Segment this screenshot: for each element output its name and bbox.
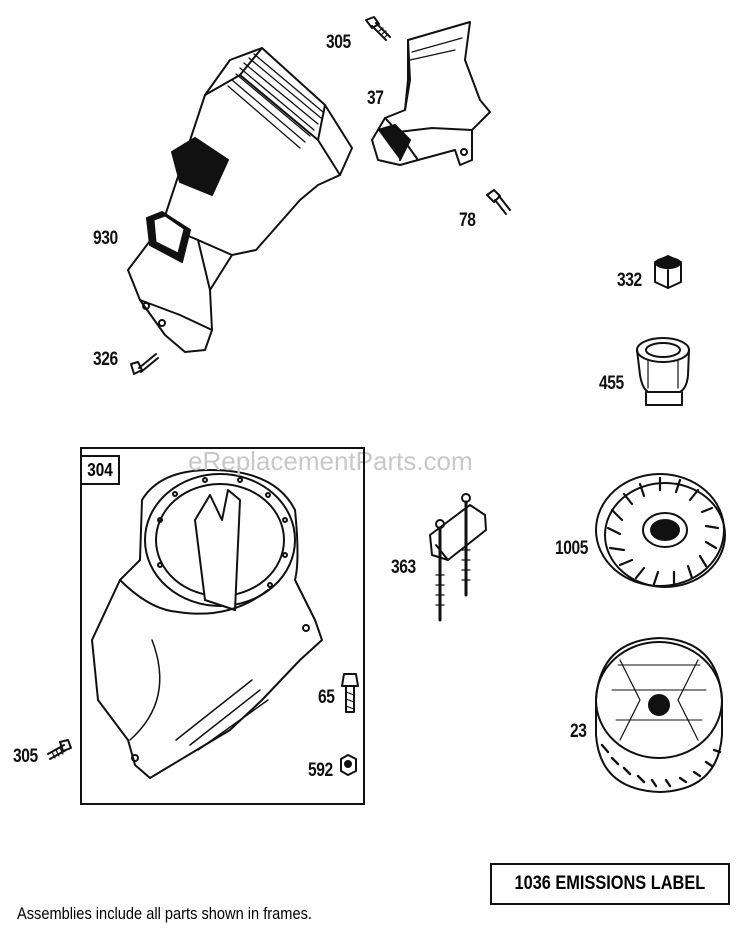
blower-housing-cover-drawing bbox=[127, 47, 353, 353]
part-label-326: 326 bbox=[93, 349, 118, 370]
footer-note: Assemblies include all parts shown in fr… bbox=[17, 904, 312, 923]
part-label-65: 65 bbox=[318, 687, 335, 708]
watermark: eReplacementParts.com bbox=[188, 446, 473, 476]
part-label-305-bottom: 305 bbox=[13, 746, 38, 767]
part-label-930: 930 bbox=[93, 228, 118, 249]
part-label-37: 37 bbox=[367, 88, 384, 109]
part-label-592: 592 bbox=[308, 760, 333, 781]
nut-332-drawing bbox=[654, 255, 682, 289]
cup-455-drawing bbox=[636, 337, 690, 406]
part-label-23: 23 bbox=[570, 721, 587, 742]
frame-label: 304 bbox=[80, 455, 120, 485]
part-label-332: 332 bbox=[617, 270, 642, 291]
bolt-65-drawing bbox=[341, 673, 359, 713]
part-label-455: 455 bbox=[599, 373, 624, 394]
part-label-78: 78 bbox=[459, 210, 476, 231]
nut-592-drawing bbox=[340, 754, 357, 776]
screw-305-top-drawing bbox=[365, 16, 391, 41]
emissions-label-box: 1036 EMISSIONS LABEL bbox=[490, 863, 730, 905]
assembly-frame bbox=[80, 447, 365, 805]
screw-78-drawing bbox=[486, 189, 511, 215]
fan-1005-drawing bbox=[595, 473, 726, 588]
flywheel-23-drawing bbox=[595, 637, 723, 793]
screw-305-bottom-drawing bbox=[47, 739, 72, 760]
part-label-363: 363 bbox=[391, 557, 416, 578]
blower-housing-304-drawing bbox=[91, 469, 323, 779]
screw-326-drawing bbox=[130, 353, 159, 375]
air-guide-37-drawing bbox=[371, 21, 491, 166]
part-label-1005: 1005 bbox=[555, 538, 589, 559]
part-label-305-top: 305 bbox=[326, 32, 351, 53]
bracket-363-drawing bbox=[429, 493, 487, 622]
